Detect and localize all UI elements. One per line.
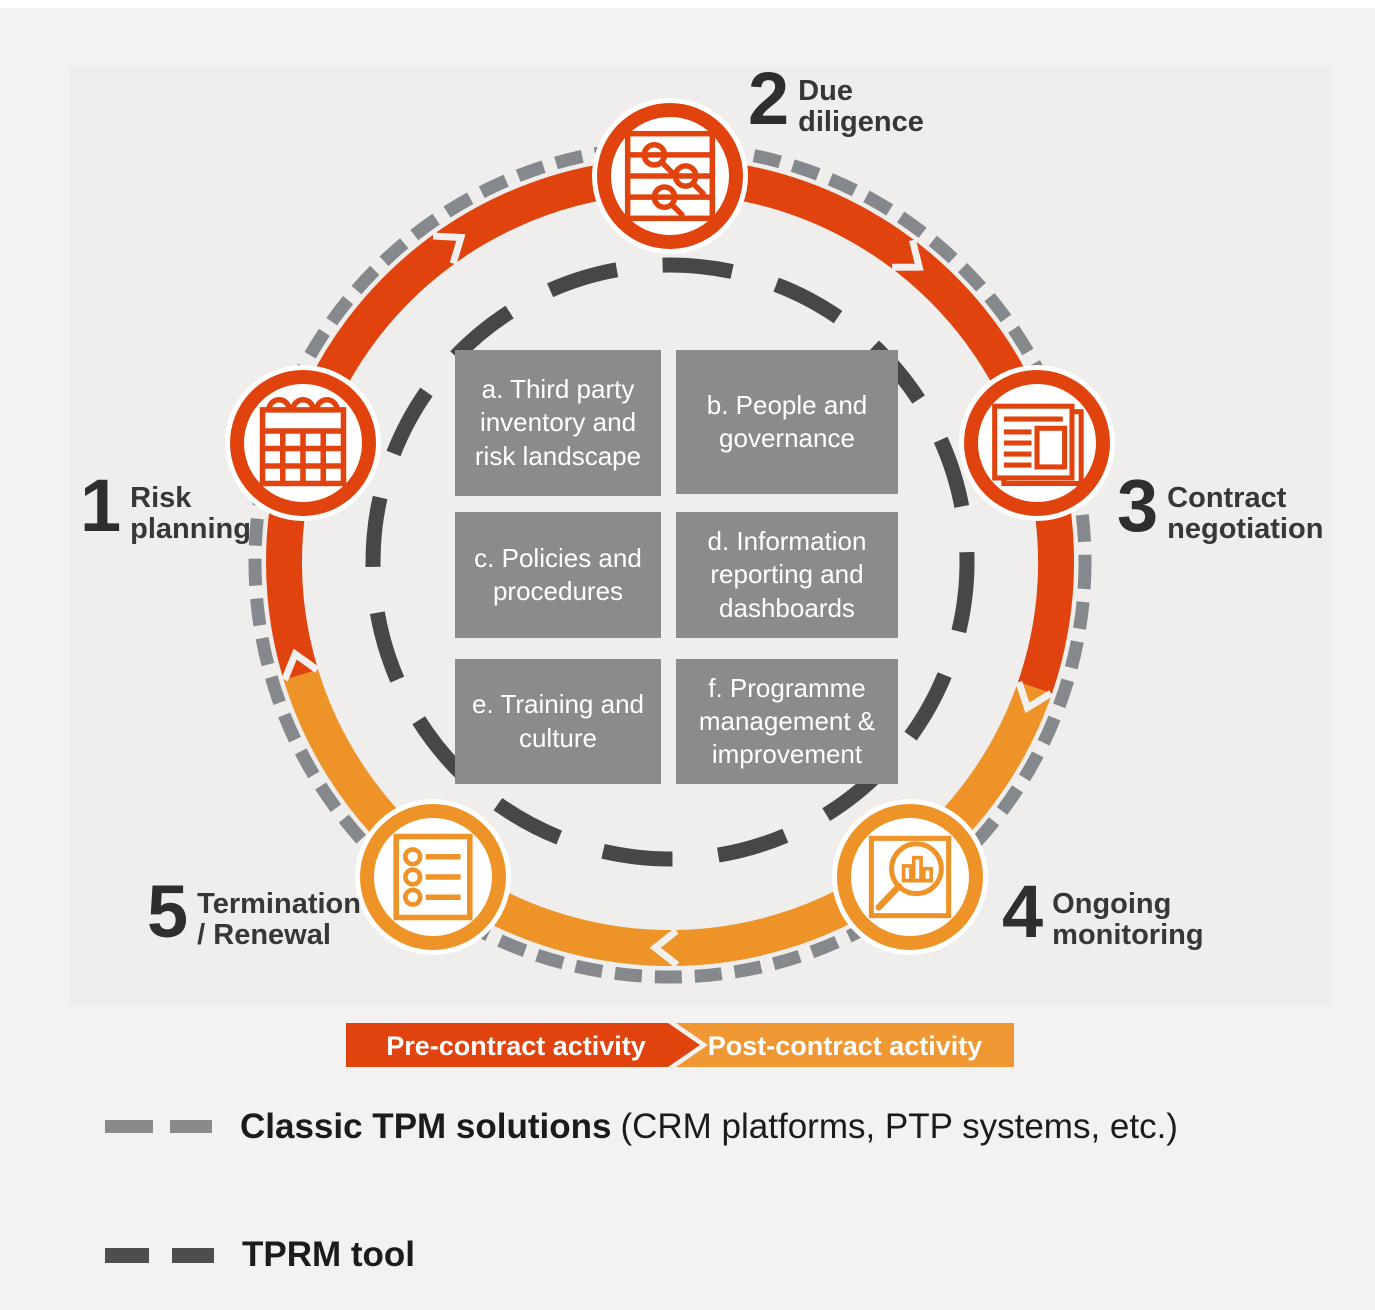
stage-label-termination-renewal: 5 Termination / Renewal — [147, 870, 387, 953]
legend-term: Classic TPM solutions — [240, 1107, 612, 1146]
stage-number: 1 — [80, 464, 121, 547]
chevron-divider-3-4 — [1015, 681, 1053, 714]
stage-number: 4 — [1002, 870, 1043, 953]
tprm-dash-icon — [172, 1248, 214, 1263]
capability-box-c: c. Policies and procedures — [455, 512, 661, 638]
post-contract-label: Post-contract activity — [707, 1031, 983, 1061]
pre-contract-label: Pre-contract activity — [386, 1031, 646, 1061]
legend-term: TPRM tool — [242, 1235, 416, 1274]
stage-label-ongoing-monitoring: 4 Ongoing monitoring — [1002, 870, 1222, 953]
calendar-icon — [259, 397, 347, 487]
legend-detail: (CRM platforms, PTP systems, etc.) — [620, 1107, 1178, 1146]
capability-box-e: e. Training and culture — [455, 659, 661, 784]
contract-flow-bar — [346, 1023, 1014, 1067]
pre-contract-bar — [346, 1023, 700, 1067]
tpm-dash-icon — [105, 1120, 153, 1133]
screening-list-icon — [624, 130, 716, 222]
tprm-tool-dashed-ring — [365, 257, 975, 867]
capability-box-f: f. Programme management & improvement — [676, 659, 898, 784]
stage-node-ongoing-monitoring — [832, 799, 988, 955]
stage-number: 2 — [748, 57, 789, 140]
post-contract-bar — [676, 1023, 1014, 1067]
monitoring-chart-icon — [868, 835, 952, 919]
stage-label-due-diligence: 2 Due diligence — [748, 57, 938, 140]
classic-tpm-dashed-ring — [248, 140, 1092, 984]
tpm-dash-icon — [170, 1120, 212, 1133]
stage-name: Contract negotiation — [1167, 482, 1324, 546]
chevron-divider-1-2 — [432, 232, 466, 265]
stage-node-termination-renewal — [355, 799, 511, 955]
top-white-strip — [0, 0, 1375, 8]
checklist-icon — [393, 833, 473, 921]
legend-tprm-tool-text: TPRM tool — [242, 1235, 415, 1275]
ring-chevron-dividers — [281, 232, 1053, 968]
stage-number: 3 — [1117, 464, 1158, 547]
tprm-dash-icon — [105, 1248, 149, 1263]
chevron-divider-5-1 — [281, 648, 320, 682]
stage-nodes — [225, 98, 1115, 955]
stage-node-due-diligence — [592, 98, 748, 254]
stage-name: Ongoing monitoring — [1052, 888, 1204, 952]
chevron-divider-4-5 — [649, 928, 680, 968]
stage-label-contract-negotiation: 3 Contract negotiation — [1117, 464, 1352, 547]
newspaper-icon — [992, 403, 1084, 487]
chevron-divider-2-3 — [892, 239, 924, 271]
stage-node-contract-negotiation — [959, 365, 1115, 521]
capability-box-b: b. People and governance — [676, 350, 898, 494]
stage-node-risk-planning — [225, 365, 381, 521]
capability-box-a: a. Third party inventory and risk landsc… — [455, 350, 661, 496]
stage-name: Termination / Renewal — [197, 888, 361, 952]
stage-name: Due diligence — [798, 75, 924, 139]
legend-classic-tpm-text: Classic TPM solutions(CRM platforms, PTP… — [240, 1107, 1178, 1147]
stage-name: Risk planning — [130, 482, 251, 546]
stage-label-risk-planning: 1 Risk planning — [80, 464, 270, 547]
stage-number: 5 — [147, 870, 188, 953]
capability-box-d: d. Information reporting and dashboards — [676, 512, 898, 638]
